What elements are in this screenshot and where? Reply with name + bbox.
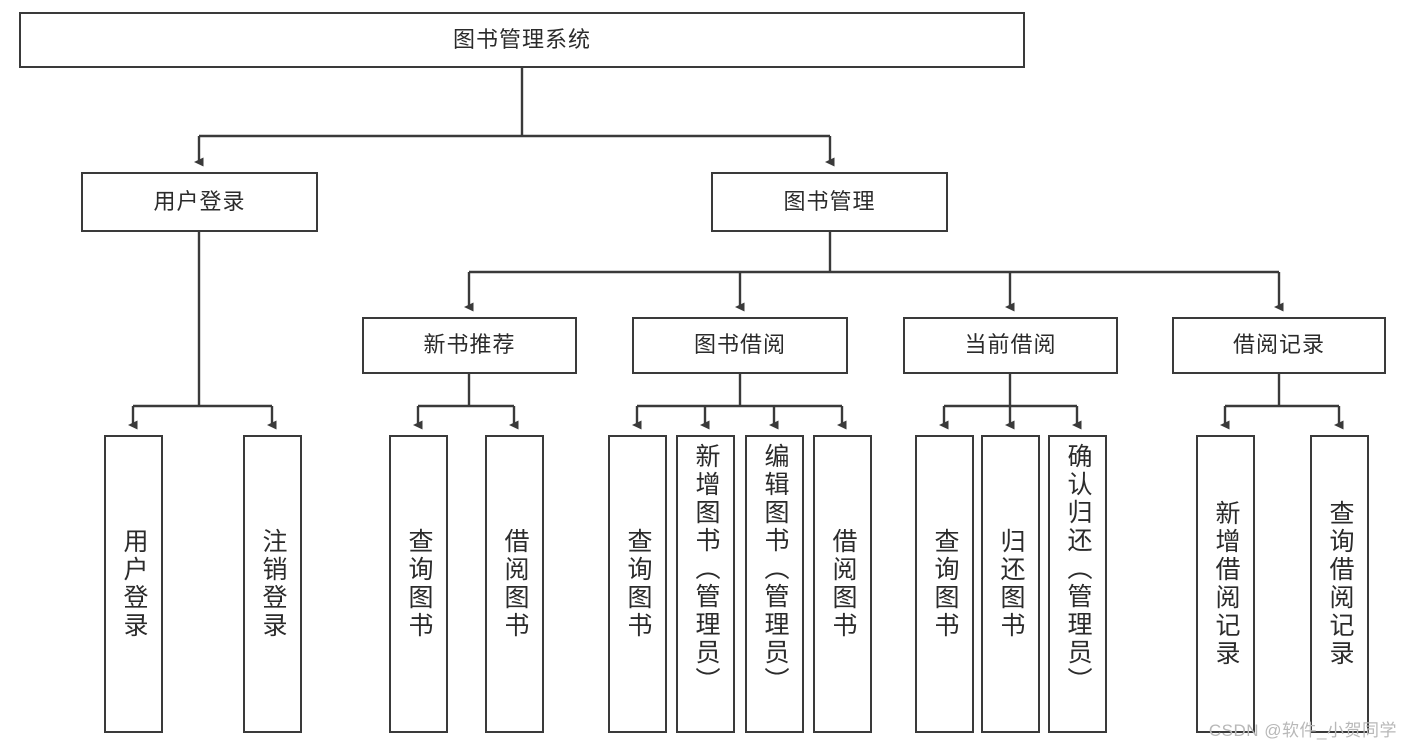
node-leaf-return-book[interactable]: 归还图书 [981, 435, 1040, 733]
node-current-borrow[interactable]: 当前借阅 [903, 317, 1118, 374]
node-leaf-query-book-2-label: 查询图书 [624, 528, 652, 640]
node-new-book-rec[interactable]: 新书推荐 [362, 317, 577, 374]
node-leaf-return-book-label: 归还图书 [997, 528, 1025, 640]
node-leaf-add-book[interactable]: 新增图书（管理员） [676, 435, 735, 733]
node-book-manage-label: 图书管理 [783, 188, 876, 214]
node-leaf-query-book-3[interactable]: 查询图书 [915, 435, 974, 733]
node-leaf-logout-label: 注销登录 [259, 528, 287, 640]
node-book-borrow[interactable]: 图书借阅 [632, 317, 848, 374]
node-leaf-query-book-3-label: 查询图书 [931, 528, 959, 640]
node-leaf-confirm-return-label: 确认归还（管理员） [1064, 443, 1092, 695]
node-root[interactable]: 图书管理系统 [19, 12, 1025, 68]
node-leaf-query-record-label: 查询借阅记录 [1326, 500, 1354, 668]
node-leaf-user-login-label: 用户登录 [120, 528, 148, 640]
node-leaf-add-record-label: 新增借阅记录 [1212, 500, 1240, 668]
node-leaf-query-book-2[interactable]: 查询图书 [608, 435, 667, 733]
node-leaf-user-login[interactable]: 用户登录 [104, 435, 163, 733]
node-leaf-add-book-label: 新增图书（管理员） [692, 443, 720, 695]
node-current-borrow-label: 当前借阅 [964, 332, 1057, 358]
node-root-label: 图书管理系统 [452, 26, 591, 52]
node-leaf-logout[interactable]: 注销登录 [243, 435, 302, 733]
node-leaf-borrow-book-1-label: 借阅图书 [501, 528, 529, 640]
node-borrow-record[interactable]: 借阅记录 [1172, 317, 1386, 374]
node-user-login[interactable]: 用户登录 [81, 172, 318, 232]
watermark-text: CSDN @软件_小贺同学 [1208, 721, 1397, 740]
node-leaf-edit-book[interactable]: 编辑图书（管理员） [745, 435, 804, 733]
node-leaf-borrow-book-2-label: 借阅图书 [829, 528, 857, 640]
node-book-manage[interactable]: 图书管理 [711, 172, 948, 232]
node-leaf-query-book-1-label: 查询图书 [405, 528, 433, 640]
node-leaf-query-record[interactable]: 查询借阅记录 [1310, 435, 1369, 733]
node-leaf-query-book-1[interactable]: 查询图书 [389, 435, 448, 733]
node-leaf-borrow-book-2[interactable]: 借阅图书 [813, 435, 872, 733]
node-user-login-label: 用户登录 [153, 188, 246, 214]
node-leaf-edit-book-label: 编辑图书（管理员） [761, 443, 789, 695]
node-leaf-add-record[interactable]: 新增借阅记录 [1196, 435, 1255, 733]
node-leaf-borrow-book-1[interactable]: 借阅图书 [485, 435, 544, 733]
node-borrow-record-label: 借阅记录 [1232, 332, 1325, 358]
node-book-borrow-label: 图书借阅 [693, 332, 786, 358]
node-new-book-rec-label: 新书推荐 [423, 332, 516, 358]
node-leaf-confirm-return[interactable]: 确认归还（管理员） [1048, 435, 1107, 733]
